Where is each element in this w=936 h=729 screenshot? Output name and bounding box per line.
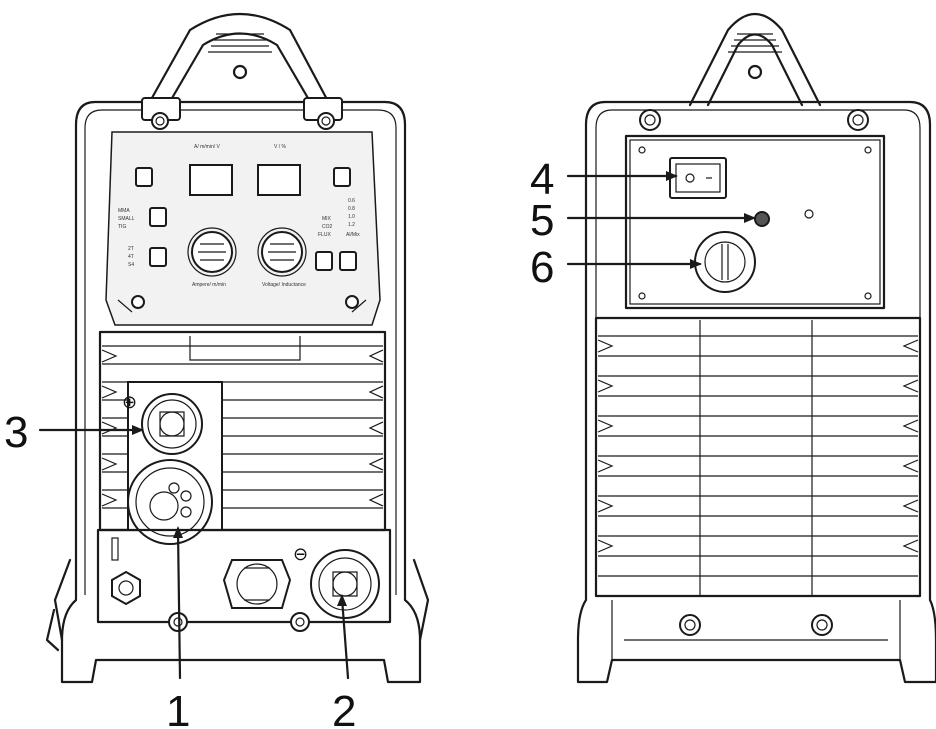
callout-5: 5 [530, 196, 554, 245]
wire-label-2: 1.0 [348, 214, 355, 220]
display-left [189, 164, 233, 196]
panel-title-left: A/ m/min/ V [194, 144, 221, 150]
mode-label-1: SMALL [118, 216, 135, 222]
gas-inlet-nut [111, 570, 141, 606]
trigger-label-0: 2T [128, 246, 134, 252]
front-handle-ribs [208, 33, 272, 53]
wire-label-0: 0.6 [348, 198, 355, 204]
front-screw-top-left [151, 112, 169, 130]
wire-label-6: FLUX [318, 232, 331, 238]
cable-bushing [222, 559, 292, 609]
rear-handle-hole [747, 64, 763, 80]
control-panel [105, 131, 381, 326]
front-housing-inner [84, 109, 397, 595]
panel-screw-bottom-left [131, 295, 145, 309]
euro-torch-connector[interactable] [127, 459, 213, 545]
mode-label-2: TIG [118, 224, 126, 230]
front-vent-slats [101, 345, 384, 509]
rear-screw-bottom-left [679, 614, 701, 636]
fuse-holder[interactable] [754, 211, 770, 227]
callout-2: 2 [332, 687, 356, 729]
trigger-label-1: 4T [128, 254, 134, 260]
callouts: 3 1 2 4 5 6 [4, 155, 756, 729]
front-handle [146, 13, 332, 107]
wire-label-7: Al/Mix [346, 232, 360, 238]
button-gas[interactable] [339, 251, 357, 271]
rear-view [576, 13, 936, 684]
wire-label-4: MIX [322, 216, 332, 222]
front-view: A/ m/min/ V V / % MMA SMALL TIG 2T 4T S4… [45, 13, 430, 684]
negative-socket[interactable] [310, 549, 380, 619]
rear-small-hole [804, 209, 814, 219]
knob-right-label: Voltage/ Inductance [262, 282, 306, 288]
panel-screw-bottom-right [345, 295, 359, 309]
button-wire[interactable] [315, 251, 333, 271]
bottom-panel [96, 528, 392, 624]
display-right [257, 164, 301, 196]
callout-6: 6 [530, 243, 554, 292]
positive-socket[interactable] [141, 393, 203, 455]
front-foot-right [412, 558, 430, 642]
front-screw-bottom-right [290, 612, 310, 632]
rear-screw-top-right [847, 109, 869, 131]
rear-screw-bottom-right [811, 614, 833, 636]
rear-vent-frame [594, 316, 922, 598]
power-cable-gland[interactable] [694, 231, 756, 293]
callout-4: 4 [530, 155, 554, 204]
rear-handle [688, 13, 822, 107]
knob-left-label: Ampere/ m/min [192, 282, 226, 288]
rear-vent-slats [597, 320, 919, 596]
trigger-label-2: S4 [128, 262, 134, 268]
front-foot-left [45, 558, 72, 652]
wire-label-1: 0.8 [348, 206, 355, 212]
positive-symbol: ⊕ [122, 392, 137, 413]
mode-label-0: MMA [118, 208, 130, 214]
bottom-slot [111, 537, 119, 561]
callout-3: 3 [4, 408, 28, 457]
front-housing [60, 100, 422, 684]
leader-1 [176, 528, 182, 680]
front-handle-hole [232, 64, 248, 80]
button-display-select-right[interactable] [333, 167, 351, 187]
front-screw-bottom-left [168, 612, 188, 632]
negative-symbol: ⊖ [293, 544, 308, 565]
button-trigger[interactable] [149, 247, 167, 267]
callout-1: 1 [166, 687, 190, 729]
rear-plate [624, 134, 886, 310]
wire-label-3: 1.2 [348, 222, 355, 228]
panel-title-right: V / % [274, 144, 287, 150]
button-display-select-left[interactable] [135, 167, 153, 187]
rear-screw-top-left [639, 109, 661, 131]
wire-label-5: CO2 [322, 224, 333, 230]
leader-2 [340, 596, 350, 680]
button-mode[interactable] [149, 207, 167, 227]
front-screw-top-right [317, 112, 335, 130]
